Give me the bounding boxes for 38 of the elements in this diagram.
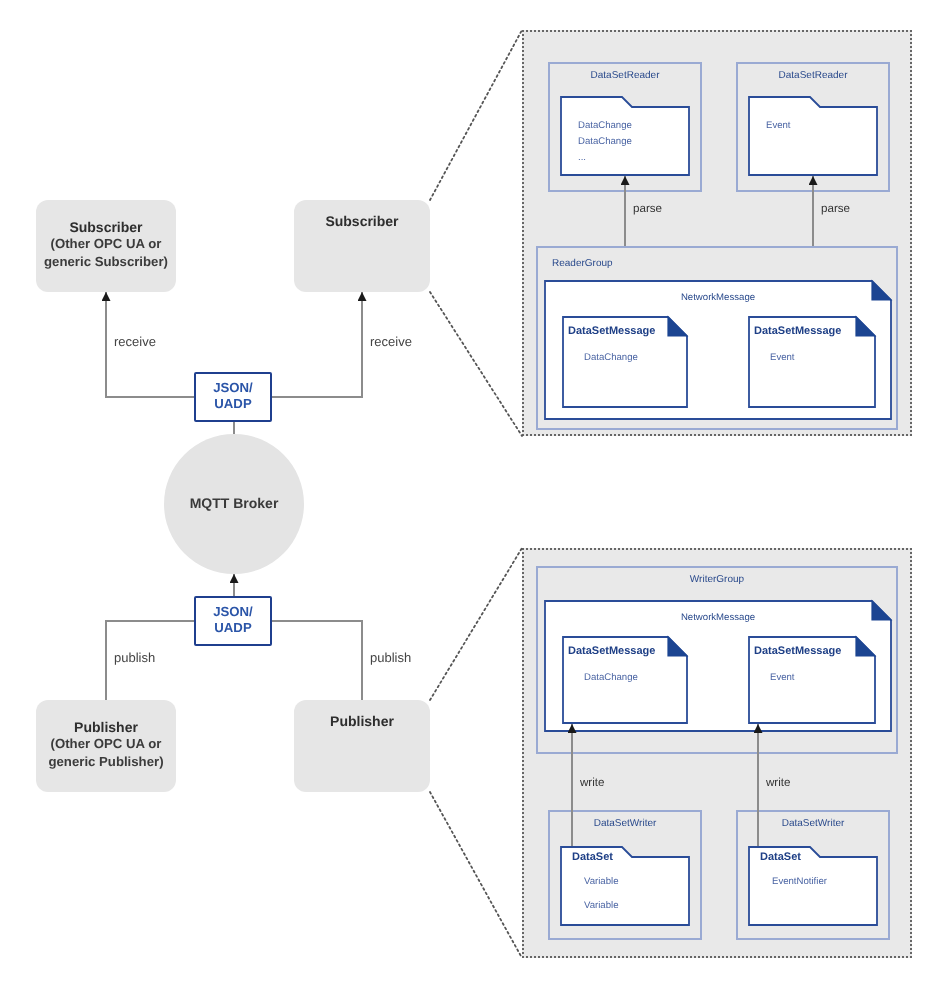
arrow: [808, 175, 818, 247]
dotted-line: [429, 29, 523, 201]
group-box: [536, 246, 898, 430]
arrow: [271, 291, 367, 398]
folder-shape: [560, 846, 690, 926]
connector-line: [105, 620, 195, 701]
folder-shape: [748, 96, 878, 176]
arrow: [567, 723, 577, 847]
document-shape: [562, 316, 688, 408]
document-shape: [562, 636, 688, 724]
arrow: [753, 723, 763, 847]
dotted-panel: [522, 548, 912, 958]
document-shape: [748, 316, 876, 408]
dotted-line: [429, 291, 523, 437]
format-box: [194, 596, 272, 646]
arrow: [101, 291, 195, 398]
rounded-box: [36, 700, 176, 792]
rounded-box: [294, 700, 430, 792]
document-shape: [544, 280, 892, 420]
group-box: [536, 566, 898, 754]
document-shape: [544, 600, 892, 732]
rounded-box: [294, 200, 430, 292]
connector-line: [233, 421, 235, 435]
folder-shape: [560, 96, 690, 176]
group-box: [548, 62, 702, 192]
connector-line: [271, 620, 363, 701]
group-box: [736, 810, 890, 940]
dotted-panel: [522, 30, 912, 436]
rounded-box: [36, 200, 176, 292]
format-box: [194, 372, 272, 422]
group-box: [548, 810, 702, 940]
arrow: [620, 175, 630, 247]
group-box: [736, 62, 890, 192]
document-shape: [748, 636, 876, 724]
folder-shape: [748, 846, 878, 926]
dotted-line: [429, 791, 523, 959]
arrow: [229, 573, 239, 597]
dotted-line: [429, 547, 523, 701]
